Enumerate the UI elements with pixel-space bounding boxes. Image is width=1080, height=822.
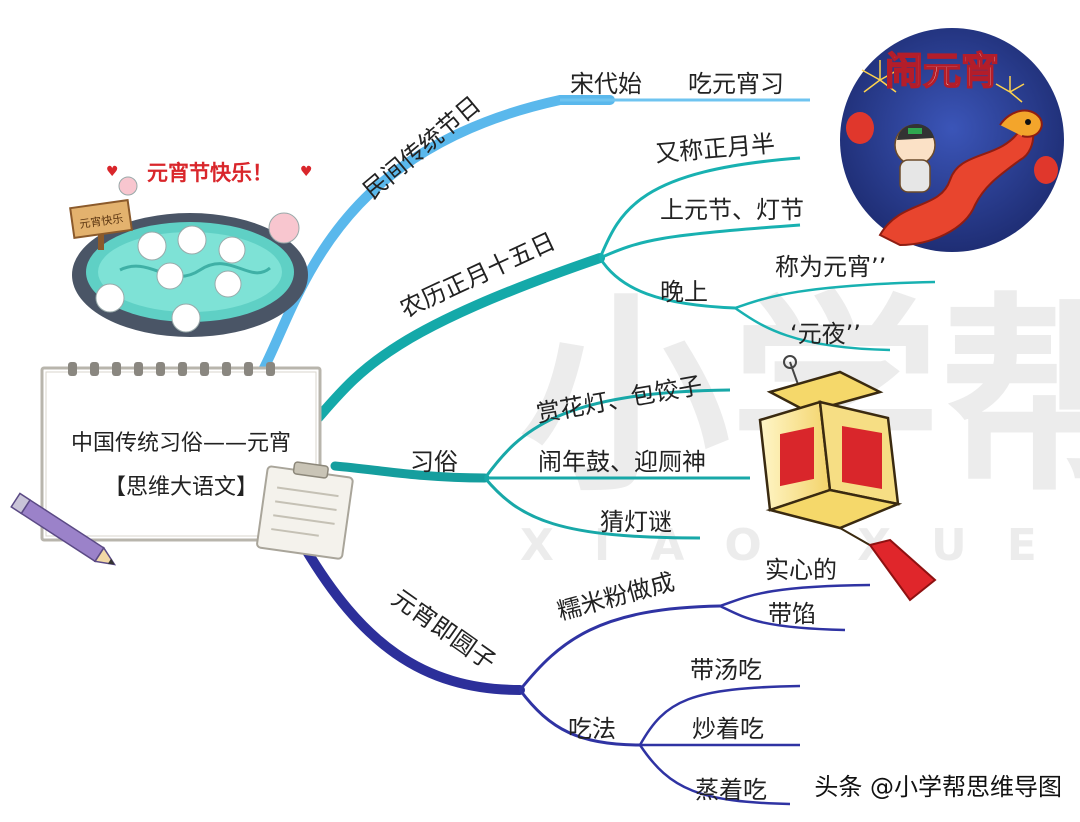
tangyuan-child-2: 吃法 [568,715,616,743]
badge-title: 闹元宵 [885,49,999,93]
customs-child-3: 猜灯谜 [600,508,672,536]
tangyuan-grandchild-1: 实心的 [765,556,837,584]
greeting-text: 元宵节快乐！ [147,161,273,185]
nao-yuanxiao-badge: 闹元宵 [840,28,1064,252]
pencil-icon [10,492,117,566]
sign-text: 元宵快乐 [79,211,125,231]
folk-child-1: 宋代始 [570,70,642,98]
branch-customs-label: 习俗 [410,448,458,476]
lunar-grandchild-2: ‘元夜’’ [790,320,861,348]
lunar-grandchild-1: 称为元宵’’ [775,253,886,281]
tangyuan-child-1: 糯米粉做成 [554,568,677,626]
tangyuan-grandchild-2: 带馅 [768,600,816,628]
root-subtitle: 【思维大语文】 [104,475,258,500]
heart-right-icon: ♥ [300,164,313,180]
tangyuan-grandchild-5: 蒸着吃 [695,776,767,804]
child-icon [894,123,936,193]
clipboard-icon [256,461,354,560]
tangyuan-balls [95,176,300,333]
svg-text:XIAO XUE BANG: XIAO XUE BANG [520,520,1080,571]
tangyuan-grandchild-4: 炒着吃 [692,715,764,743]
root-node: 中国传统习俗——元宵 【思维大语文】 [10,362,354,566]
credit-watermark: 头条 @小学帮思维导图 [814,773,1062,801]
customs-child-2: 闹年鼓、迎厕神 [538,448,706,476]
branch-tangyuan-curve [300,543,525,695]
branch-customs-curve [330,461,490,483]
tangyuan-grandchild-3: 带汤吃 [690,656,762,684]
branch-folk-curve [257,95,615,377]
lunar-child-3: 晚上 [660,278,708,306]
branch-lunar-curve [313,253,605,423]
lunar-child-2: 上元节、灯节 [660,196,804,224]
heart-left-icon: ♥ [106,164,119,180]
lantern-icon [758,355,937,602]
root-title: 中国传统习俗——元宵 [71,431,291,456]
fireworks-icon [861,60,1025,103]
notepad-rings [68,362,275,376]
branch-folk-label: 民间传统节日 [358,91,486,205]
tangyuan-pool-sticker: 元宵节快乐！ ♥ ♥ 元宵快乐 [69,161,313,337]
folk-child-2: 吃元宵习 [688,70,784,98]
dragon-icon [878,109,1043,247]
wooden-sign: 元宵快乐 [69,198,133,250]
